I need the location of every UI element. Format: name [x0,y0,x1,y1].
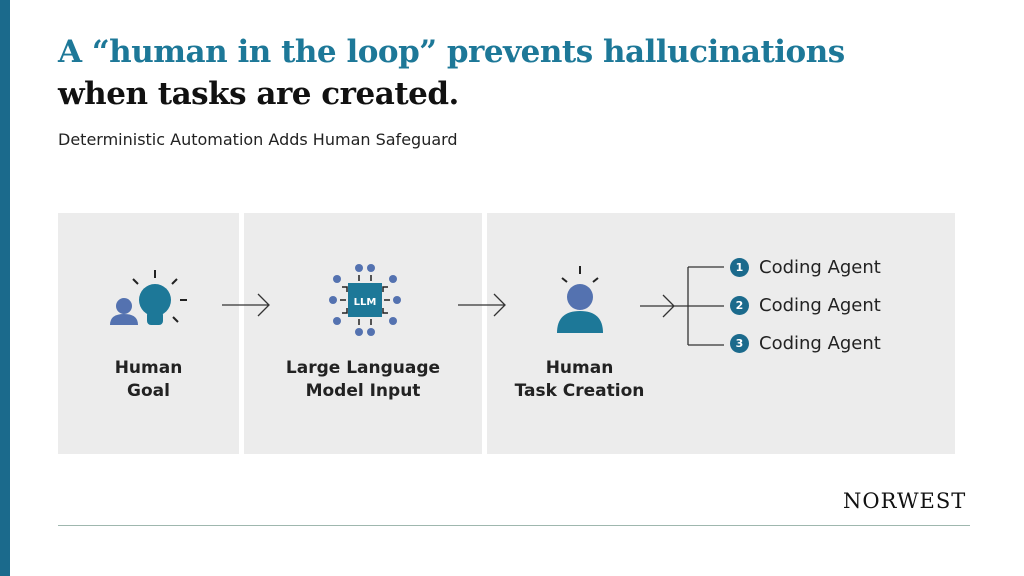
chip-label: LLM [354,297,377,308]
accent-bar [0,0,10,576]
number-badge: 1 [730,258,749,277]
panel-human-goal [58,213,239,454]
panel-llm-input [244,213,482,454]
person-alert-icon [557,266,603,333]
agent-label: Coding Agent [759,257,881,278]
step-line: Task Creation [514,381,645,401]
step-line: Model Input [305,381,421,401]
subtitle: Deterministic Automation Adds Human Safe… [58,130,458,149]
step-line: Human [114,358,183,378]
branch-arrow-icon [640,266,724,346]
arrow-right-icon [458,293,506,317]
number-badge: 2 [730,296,749,315]
agent-item: 3 Coding Agent [730,333,881,354]
agent-item: 1 Coding Agent [730,257,881,278]
panel-task-creation [487,213,955,454]
footer-divider [58,525,970,526]
agent-label: Coding Agent [759,333,881,354]
number-badge: 3 [730,334,749,353]
title-line-1: A “human in the loop” prevents hallucina… [58,34,845,70]
step-line: Large Language [285,358,441,378]
arrow-right-icon [222,293,270,317]
agent-label: Coding Agent [759,295,881,316]
llm-chip-icon: LLM [329,264,401,336]
agent-item: 2 Coding Agent [730,295,881,316]
step-line: Goal [127,381,170,401]
norwest-logo: NORWEST [843,489,967,513]
person-lightbulb-icon [110,270,187,325]
step-line: Human [545,358,614,378]
title-line-2: when tasks are created. [58,76,459,112]
